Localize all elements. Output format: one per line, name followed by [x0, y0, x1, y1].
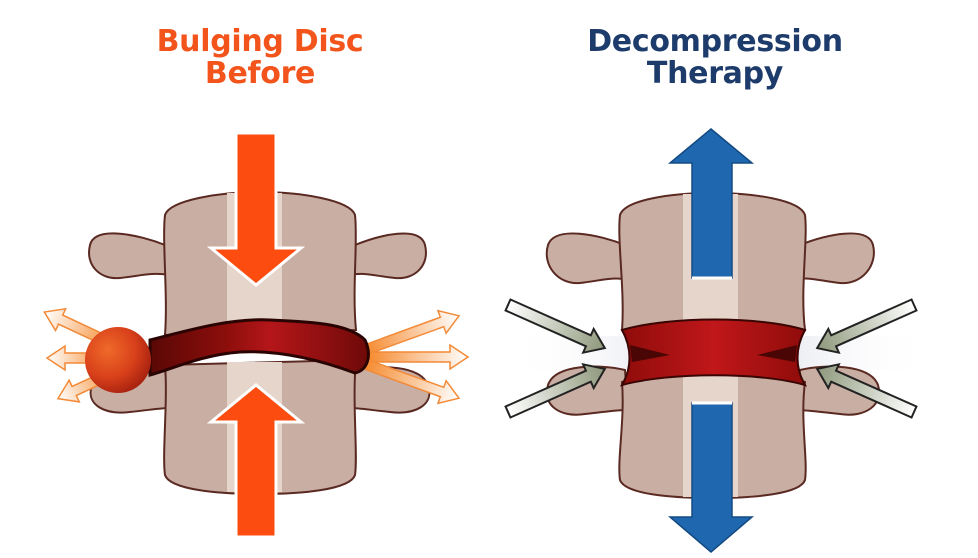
decompression-title-line1: Decompression: [587, 24, 843, 59]
healthy-disc: [619, 318, 808, 387]
disc-fissure-left: [630, 345, 670, 362]
inward-arrow-icon: [504, 298, 607, 355]
outward-arrows-right: [362, 309, 470, 405]
lower-vertebra-right-process: [793, 365, 881, 416]
bulging-disc-title-line1: Bulging Disc: [156, 24, 364, 59]
upper-vertebra-right-process: [793, 232, 875, 285]
outward-arrow-icon: [362, 358, 461, 405]
inward-arrow-icon: [504, 362, 607, 419]
upper-vertebra-right-process: [348, 232, 427, 280]
compression-arrow-up: [206, 383, 306, 539]
upper-vertebra-left-process: [545, 232, 632, 285]
decompression-title-line2: Therapy: [646, 56, 784, 91]
upper-vertebra-left-process: [88, 232, 172, 280]
bulging-disc-title: Bulging Disc Before: [130, 26, 390, 90]
decompression-panel: [504, 128, 930, 553]
herniated-disc: [148, 318, 370, 377]
decompression-title: Decompression Therapy: [565, 26, 865, 90]
traction-arrow-down: [667, 401, 755, 553]
bulging-disc-panel: [43, 131, 470, 539]
compression-arrow-down: [206, 131, 306, 287]
disc-bulge: [85, 327, 151, 393]
inward-arrows-right: [815, 298, 918, 419]
inward-arrows-left: [504, 298, 607, 419]
outward-arrow-icon: [362, 309, 461, 356]
bulging-disc-title-line2: Before: [204, 56, 316, 91]
inward-arrow-icon: [815, 362, 918, 419]
outward-arrow-icon: [367, 343, 470, 371]
inward-arrow-icon: [815, 298, 918, 355]
disc-fissure-right: [757, 345, 797, 362]
traction-arrow-up: [667, 128, 755, 280]
